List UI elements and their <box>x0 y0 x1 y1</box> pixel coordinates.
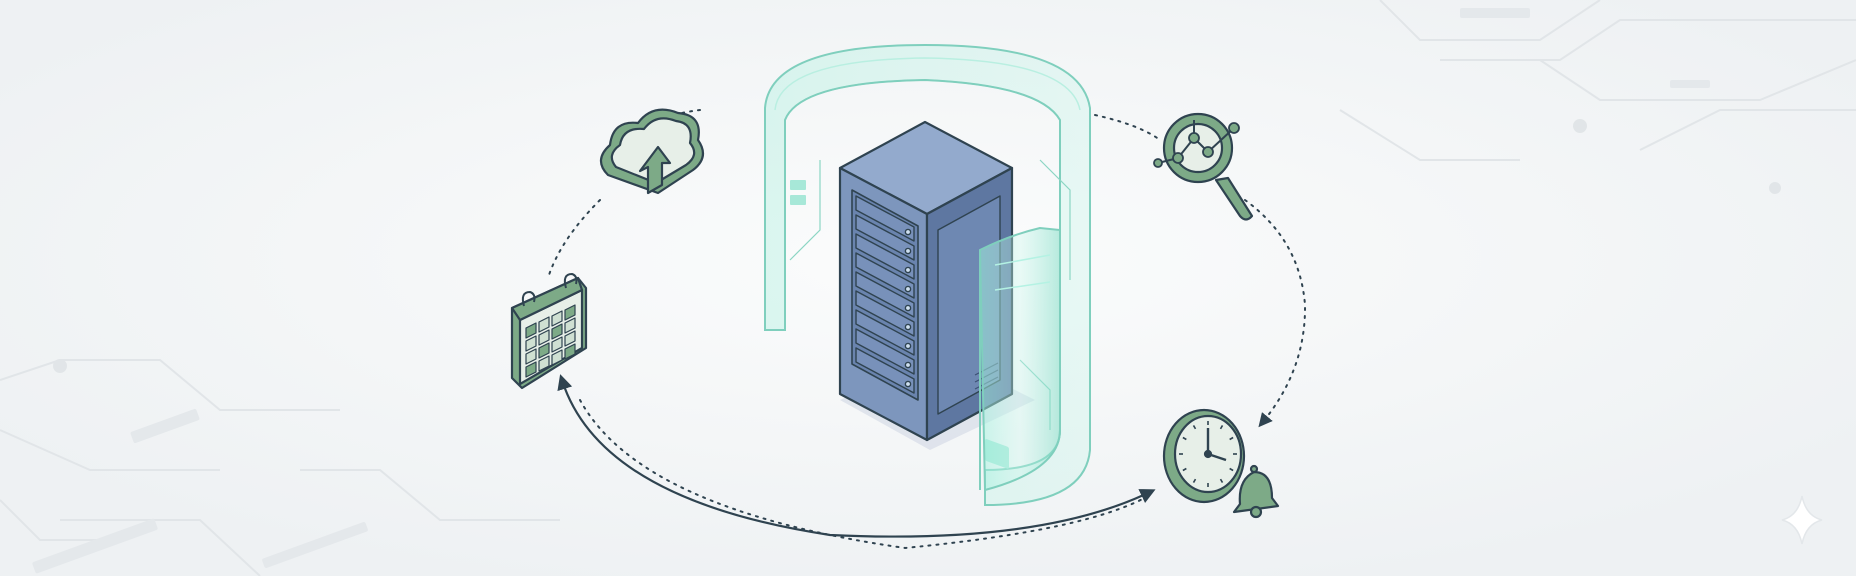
server-led <box>904 266 912 274</box>
server-slot <box>855 271 915 318</box>
clock-tick <box>1229 436 1234 441</box>
calendar-day-cell <box>538 329 550 346</box>
server-slot <box>855 328 915 375</box>
shield-front-panel <box>978 226 1061 492</box>
calendar-day-cell <box>551 349 563 366</box>
cloud-upload-icon <box>599 108 705 195</box>
calendar-day-cell <box>538 355 550 372</box>
calendar-day-cell <box>564 317 576 334</box>
sparkle-icon <box>1781 495 1823 545</box>
calendar-day-cell <box>551 336 563 353</box>
server-led <box>904 323 912 331</box>
server-slot <box>855 347 915 394</box>
calendar-day-cell <box>551 323 563 340</box>
calendar-day-cell <box>551 310 563 327</box>
clock-tick <box>1182 467 1187 472</box>
calendar-day-cell <box>538 316 550 333</box>
calendar-day-cell <box>525 361 537 378</box>
server-led <box>904 285 912 293</box>
server-led <box>904 380 912 388</box>
clock-tick <box>1219 478 1224 483</box>
clock-tick <box>1192 478 1197 483</box>
calendar-day-cell <box>564 343 576 360</box>
server-led <box>904 304 912 312</box>
calendar-day-cell <box>564 304 576 321</box>
clock-tick <box>1182 436 1187 441</box>
server-slot <box>855 252 915 299</box>
server-slot <box>855 195 915 242</box>
calendar-day-cell <box>525 348 537 365</box>
calendar-day-cell <box>525 335 537 352</box>
calendar-day-cell <box>538 342 550 359</box>
clock-tick <box>1229 467 1234 472</box>
server-led <box>904 342 912 350</box>
server-slot <box>855 214 915 261</box>
clock-tick <box>1219 425 1224 430</box>
calendar-check-icon <box>510 273 588 390</box>
server-led <box>904 228 912 236</box>
calendar-day-cell <box>525 322 537 339</box>
server-slot <box>855 290 915 337</box>
server-slot <box>855 309 915 356</box>
magnifier-analytics-icon <box>1153 112 1254 221</box>
orbit-solid-arrow <box>557 374 1156 538</box>
server-slot <box>855 233 915 280</box>
server-led <box>904 247 912 255</box>
clock-tick <box>1192 425 1197 430</box>
server-led <box>904 361 912 369</box>
circuit-blocks <box>32 8 1710 574</box>
clock-alarm-icon <box>1162 408 1280 519</box>
calendar-day-cell <box>564 330 576 347</box>
